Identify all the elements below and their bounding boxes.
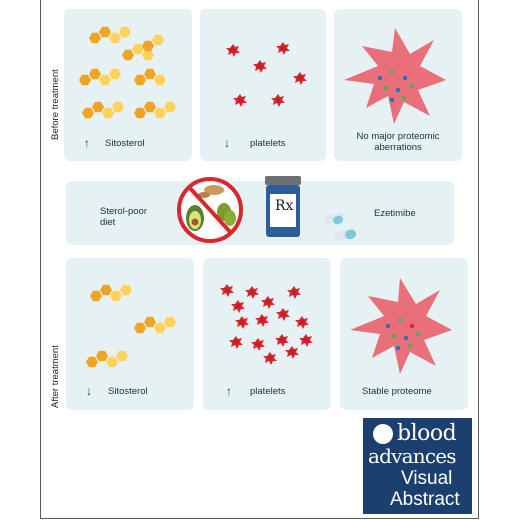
arrow-up-platelets: ↑ [226, 384, 232, 398]
caption-before-proteome: No major proteomic aberrations [356, 131, 440, 153]
cell-after [350, 278, 452, 374]
logo-line-2: advances [368, 444, 457, 468]
rx-bottle-icon [265, 176, 301, 237]
panel-before-platelets [200, 9, 326, 161]
caption-after-platelets: platelets [250, 386, 286, 397]
sterol-molecules-after [86, 284, 176, 368]
arrow-down-sitosterol: ↓ [86, 384, 92, 398]
panel-after-platelets [203, 258, 331, 410]
panel-treatment [66, 181, 454, 245]
arrow-down-platelets: ↓ [224, 136, 230, 150]
platelets-before [226, 42, 307, 107]
sterol-molecules-before [79, 26, 176, 119]
abstract-frame [40, 0, 479, 519]
logo-line-3: Visual [401, 468, 453, 489]
arrow-up-sitosterol: ↑ [84, 136, 90, 150]
logo-line-1: blood [397, 421, 457, 446]
pills-icon [324, 211, 357, 241]
blood-advances-logo: blood advances Visual Abstract [363, 418, 472, 514]
cell-before [344, 28, 446, 124]
caption-after-proteome: Stable proteome [362, 386, 432, 397]
blood-drop-icon [373, 424, 393, 444]
platelets-after [220, 284, 313, 365]
logo-line-4: Abstract [390, 489, 460, 510]
caption-sterol-poor-diet: Sterol-poor diet [100, 206, 147, 228]
caption-before-sitosterol: Sitosterol [105, 138, 145, 149]
caption-before-platelets: platelets [250, 138, 286, 149]
panel-after-sitosterol [66, 258, 194, 410]
rx-label: Rx [275, 198, 294, 214]
no-food-icon [177, 177, 243, 243]
caption-after-sitosterol: Sitosterol [108, 386, 148, 397]
caption-ezetimibe: Ezetimibe [374, 208, 416, 219]
